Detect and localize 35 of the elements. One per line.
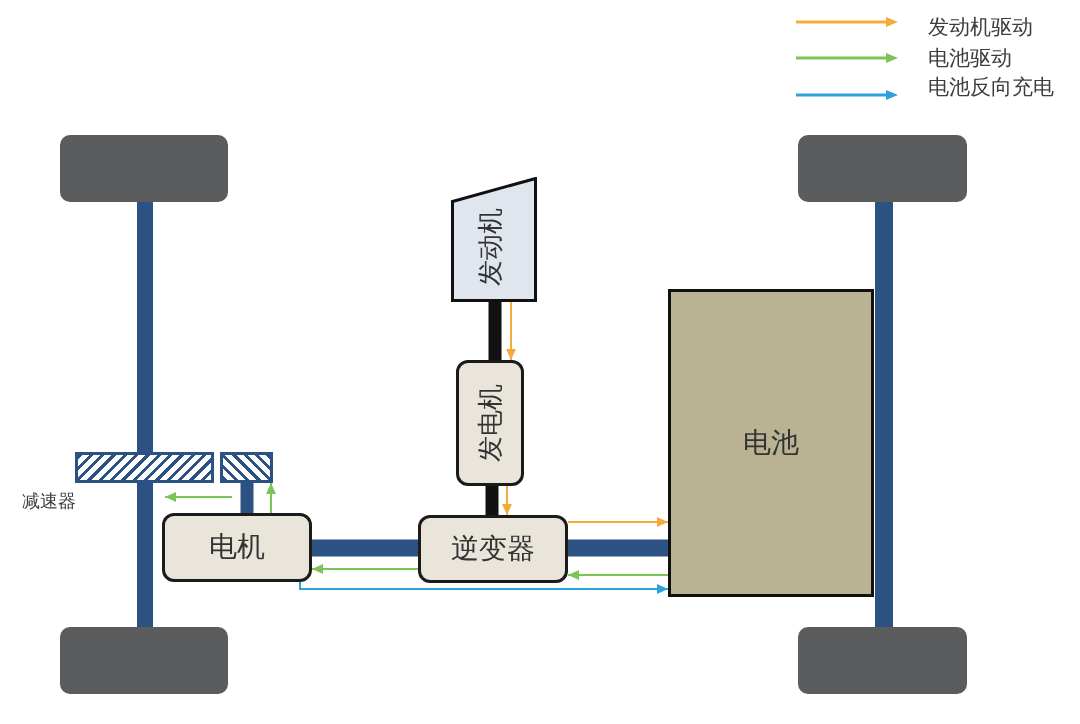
connecting-bar bbox=[488, 302, 502, 360]
flow-arrow bbox=[567, 517, 669, 527]
connecting-bar bbox=[875, 202, 893, 627]
flow-arrow bbox=[567, 570, 669, 580]
connecting-bar bbox=[240, 483, 254, 513]
wheel bbox=[60, 627, 228, 694]
hatched-gear-block bbox=[220, 452, 273, 483]
engine-trapezoid bbox=[451, 177, 537, 302]
hatched-gear-block bbox=[75, 452, 214, 483]
wheel bbox=[798, 627, 967, 694]
connecting-bar bbox=[312, 539, 418, 557]
connecting-bar bbox=[568, 539, 668, 557]
connecting-bar bbox=[137, 202, 153, 452]
flow-arrow bbox=[502, 485, 512, 516]
flow-arrow bbox=[299, 581, 669, 594]
node-label: 电池 bbox=[743, 427, 799, 459]
battery-block bbox=[668, 289, 874, 597]
node-label: 电机 bbox=[209, 532, 265, 563]
wheel bbox=[60, 135, 228, 202]
legend-label: 发动机驱动 bbox=[928, 16, 1033, 40]
component-box bbox=[456, 360, 524, 486]
component-box bbox=[418, 515, 568, 583]
node-label: 发电机 bbox=[475, 384, 505, 462]
connecting-bar bbox=[485, 486, 499, 515]
flow-arrow bbox=[506, 301, 516, 361]
node-label: 逆变器 bbox=[451, 533, 535, 565]
part-label: 减速器 bbox=[22, 491, 76, 511]
component-box bbox=[162, 513, 312, 582]
flow-arrow bbox=[266, 482, 276, 514]
legend-label: 电池驱动 bbox=[928, 47, 1012, 71]
node-label: 发动机 bbox=[475, 208, 505, 287]
legend-label: 电池反向充电 bbox=[928, 76, 1054, 100]
wheel bbox=[798, 135, 967, 202]
flow-arrow bbox=[311, 564, 419, 574]
connecting-bar bbox=[137, 483, 153, 627]
